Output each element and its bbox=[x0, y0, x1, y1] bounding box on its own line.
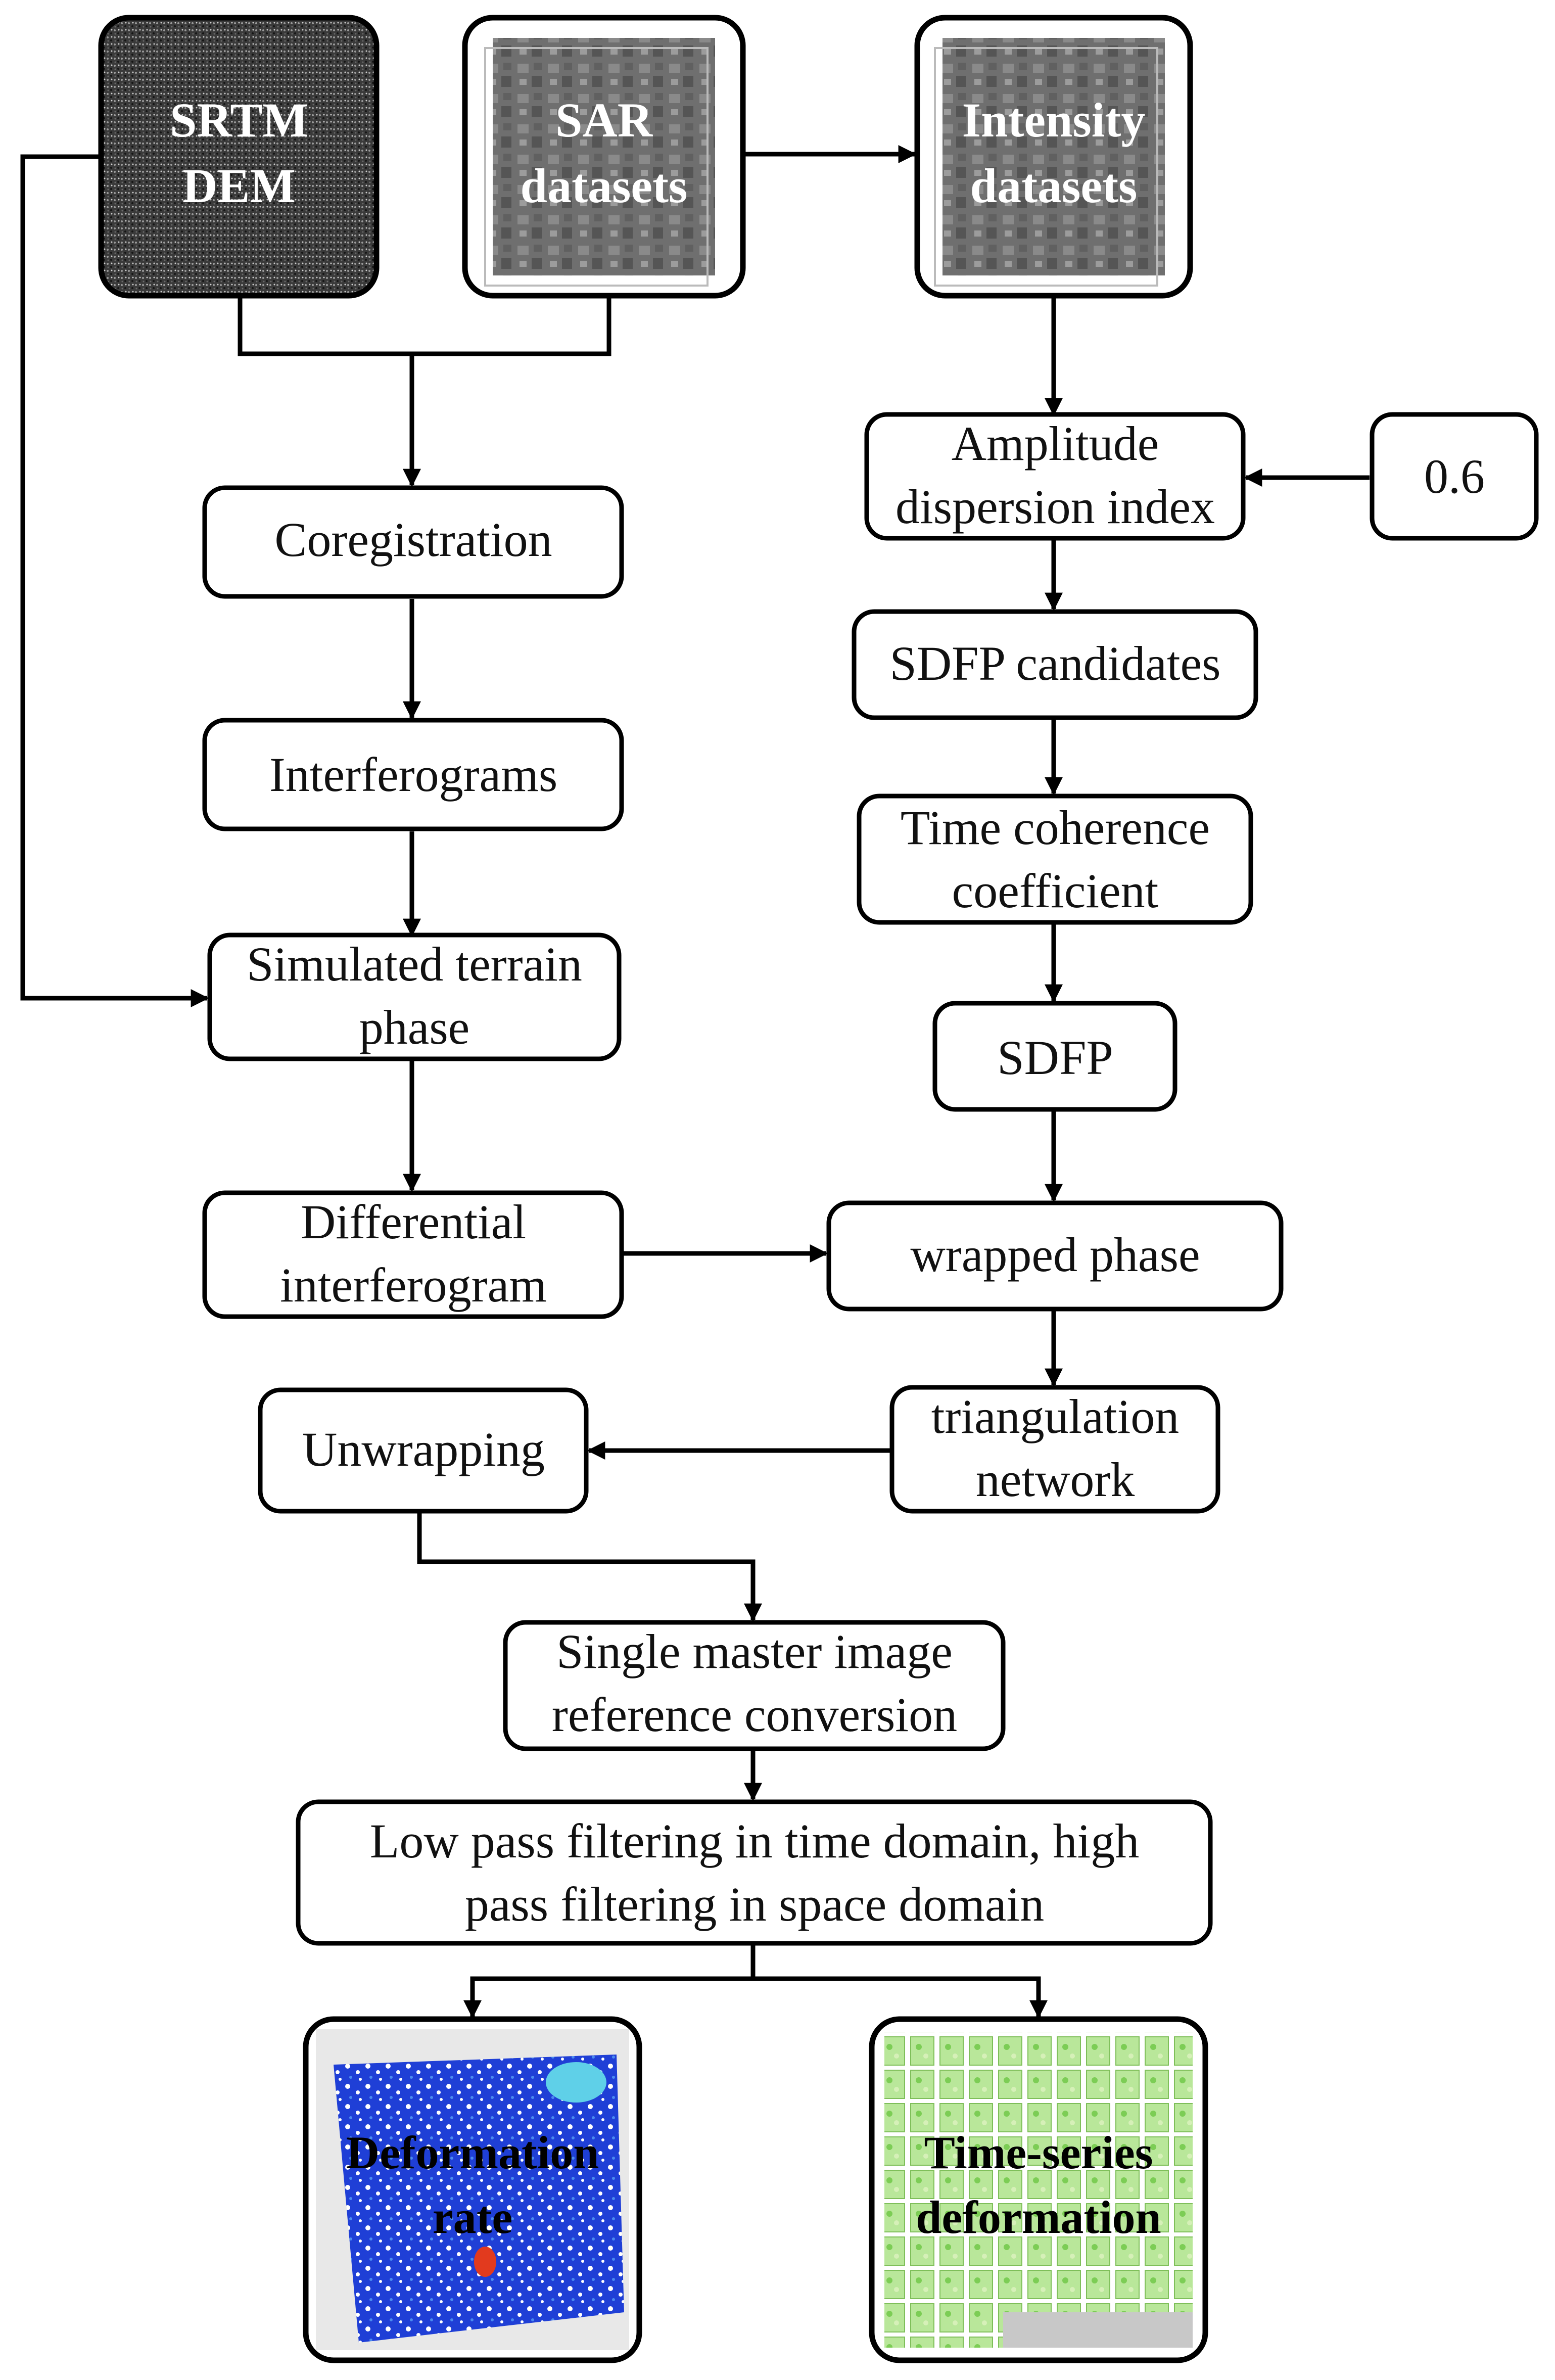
deformation-rate-hotspot-cyan bbox=[546, 2062, 606, 2103]
sar-datasets-label-line1: SAR bbox=[555, 93, 653, 147]
triangulation-network-label-line1: triangulation bbox=[931, 1389, 1180, 1443]
single-master-conversion-box bbox=[503, 1620, 1006, 1751]
differential-interferogram-label-line1: Differential bbox=[301, 1195, 526, 1249]
triangulation-network-box bbox=[889, 1385, 1220, 1514]
intensity-stack-image bbox=[943, 38, 1165, 275]
single-master-conversion-label-line1: Single master image bbox=[556, 1624, 953, 1678]
srtm-dem-label-line2: DEM bbox=[182, 159, 296, 213]
node-deformation-rate[interactable]: Deformation rate bbox=[303, 2016, 642, 2363]
node-threshold[interactable]: 0.6 bbox=[1370, 412, 1539, 541]
deformation-rate-label-line2: rate bbox=[433, 2191, 512, 2243]
node-differential-interferogram[interactable]: Differential interferogram bbox=[202, 1190, 624, 1319]
node-triangulation-network[interactable]: triangulation network bbox=[889, 1385, 1220, 1514]
time-coherence-coefficient-label-line1: Time coherence bbox=[901, 801, 1210, 855]
node-time-coherence-coefficient[interactable]: Time coherence coefficient bbox=[857, 794, 1253, 925]
time-coherence-coefficient-label-line2: coefficient bbox=[952, 864, 1159, 918]
filtering-label-line2: pass filtering in space domain bbox=[465, 1877, 1044, 1931]
deformation-rate-hotspot-red bbox=[474, 2247, 496, 2277]
simulated-terrain-phase-label-line2: phase bbox=[359, 1000, 470, 1054]
triangulation-network-label-line2: network bbox=[976, 1453, 1135, 1507]
threshold-box bbox=[1370, 412, 1539, 541]
time-series-deformation-label-line2: deformation bbox=[916, 2191, 1161, 2243]
arrow-filtering-to-time-series bbox=[753, 1976, 1048, 2019]
node-sdfp[interactable]: SDFP bbox=[932, 1001, 1177, 1112]
deformation-rate-map bbox=[334, 2055, 624, 2343]
intensity-datasets-label-line1: Intensity bbox=[962, 93, 1146, 147]
simulated-terrain-phase-box bbox=[207, 932, 622, 1061]
interferograms-label: Interferograms bbox=[269, 748, 557, 802]
differential-interferogram-box bbox=[202, 1190, 624, 1319]
srtm-dem-label-line1: SRTM bbox=[170, 93, 308, 147]
simulated-terrain-phase-label-line1: Simulated terrain bbox=[247, 937, 582, 991]
node-intensity-datasets[interactable]: Intensity datasets bbox=[914, 15, 1193, 299]
amplitude-dispersion-index-box bbox=[864, 412, 1246, 541]
srtm-dem-box bbox=[98, 15, 380, 299]
connectors bbox=[20, 145, 1370, 2019]
arrow-dem-to-simulated-phase bbox=[20, 154, 209, 1007]
sdfp-candidates-box bbox=[852, 609, 1258, 720]
sdfp-box bbox=[932, 1001, 1177, 1112]
node-time-series-deformation[interactable]: Time-series deformation bbox=[869, 2016, 1208, 2363]
coregistration-box bbox=[202, 485, 624, 599]
unwrapping-box bbox=[258, 1387, 589, 1514]
filtering-label-line1: Low pass filtering in time domain, high bbox=[370, 1814, 1139, 1868]
wrapped-phase-label: wrapped phase bbox=[910, 1228, 1200, 1282]
node-unwrapping[interactable]: Unwrapping bbox=[258, 1387, 589, 1514]
intensity-datasets-label-line2: datasets bbox=[970, 159, 1138, 213]
sdfp-candidates-label: SDFP candidates bbox=[889, 636, 1220, 690]
differential-interferogram-label-line2: interferogram bbox=[280, 1258, 547, 1312]
intensity-stack-shadow bbox=[934, 47, 1158, 287]
filtering-box bbox=[296, 1799, 1213, 1946]
arrow-filtering-to-rate bbox=[463, 1976, 753, 2019]
sar-stack-shadow bbox=[484, 47, 709, 287]
node-coregistration[interactable]: Coregistration bbox=[202, 485, 624, 599]
amplitude-dispersion-index-label-line1: Amplitude bbox=[952, 416, 1159, 471]
threshold-label: 0.6 bbox=[1424, 449, 1485, 503]
connector-dem-sar-merge bbox=[238, 296, 611, 356]
wrapped-phase-box bbox=[826, 1200, 1284, 1312]
interferograms-box bbox=[202, 718, 624, 831]
node-amplitude-dispersion-index[interactable]: Amplitude dispersion index bbox=[864, 412, 1246, 541]
time-series-deformation-label-line1: Time-series bbox=[924, 2127, 1153, 2178]
unwrapping-label: Unwrapping bbox=[302, 1422, 545, 1476]
time-coherence-coefficient-box bbox=[857, 794, 1253, 925]
amplitude-dispersion-index-label-line2: dispersion index bbox=[896, 480, 1215, 534]
node-simulated-terrain-phase[interactable]: Simulated terrain phase bbox=[207, 932, 622, 1061]
node-interferograms[interactable]: Interferograms bbox=[202, 718, 624, 831]
node-filtering[interactable]: Low pass filtering in time domain, high … bbox=[296, 1799, 1213, 1946]
sar-datasets-label-line2: datasets bbox=[521, 159, 688, 213]
time-series-empty-cells bbox=[1003, 2312, 1193, 2348]
node-sdfp-candidates[interactable]: SDFP candidates bbox=[852, 609, 1258, 720]
sar-stack-image bbox=[493, 38, 715, 275]
node-wrapped-phase[interactable]: wrapped phase bbox=[826, 1200, 1284, 1312]
node-srtm-dem[interactable]: SRTM DEM bbox=[98, 15, 380, 299]
coregistration-label: Coregistration bbox=[274, 512, 552, 567]
sdfp-label: SDFP bbox=[997, 1031, 1113, 1085]
deformation-rate-label-line1: Deformation bbox=[346, 2127, 599, 2178]
time-series-grid bbox=[884, 2032, 1193, 2348]
single-master-conversion-label-line2: reference conversion bbox=[552, 1688, 957, 1742]
node-sar-datasets[interactable]: SAR datasets bbox=[462, 15, 746, 299]
node-single-master-conversion[interactable]: Single master image reference conversion bbox=[503, 1620, 1006, 1751]
arrow-unwrapping-to-single-master bbox=[417, 1511, 762, 1622]
